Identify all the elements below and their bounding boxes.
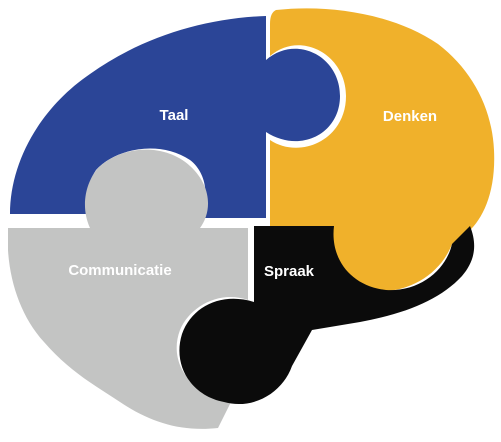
puzzle-piece-taal [10,16,340,218]
puzzle-piece-spraak [179,226,475,405]
label-taal: Taal [160,107,189,124]
label-spraak: Spraak [264,263,315,280]
label-denken: Denken [383,108,437,125]
puzzle-piece-denken [270,8,495,292]
label-communicatie: Communicatie [68,262,171,279]
puzzle-piece-communicatie [8,149,248,429]
